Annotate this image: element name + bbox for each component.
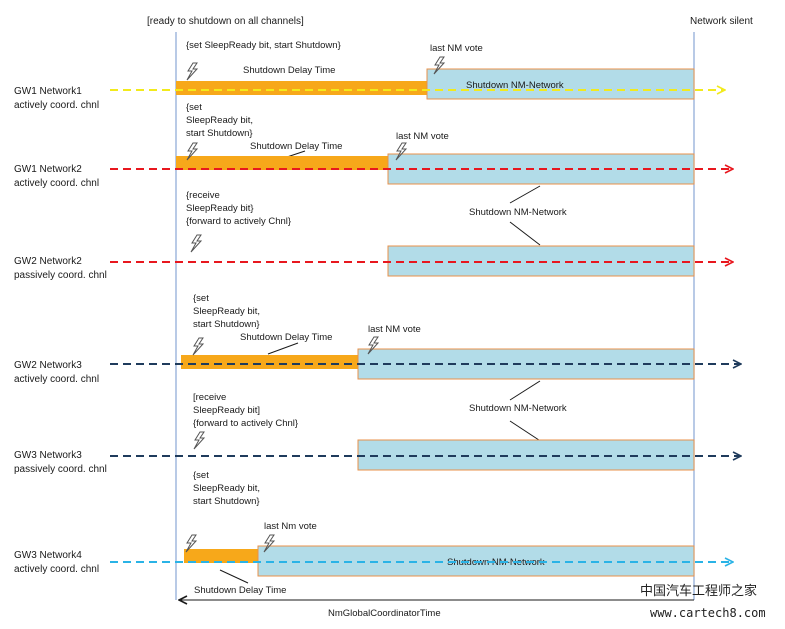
row5-annotation-line1: [receive <box>193 392 226 403</box>
row1-network-role: actively coord. chnl <box>14 100 99 111</box>
watermark-url-text: www.cartech8.com <box>650 606 766 620</box>
row6-annotation-line1: {set <box>193 470 209 481</box>
row5-nm-label: Shutdown NM-Network <box>469 403 567 414</box>
row5-network-role: passively coord. chnl <box>14 464 107 475</box>
row2-nm-leader <box>509 185 541 204</box>
row1-delay-bar <box>176 81 428 95</box>
ready-to-shutdown-label: [ready to shutdown on all channels] <box>147 16 304 27</box>
row3-nm-leader <box>509 221 541 246</box>
row6-delay-leader <box>219 569 249 584</box>
row4-vote-lightning-icon <box>367 336 380 355</box>
row6-delay-bar <box>184 549 258 563</box>
row-gw1-network1: {set SleepReady bit, start Shutdown} Shu… <box>14 40 725 111</box>
row6-delay-label: Shutdown Delay Time <box>194 585 286 596</box>
row3-annotation-line1: {receive <box>186 190 220 201</box>
row2-network-role: actively coord. chnl <box>14 178 99 189</box>
row4-annotation-line1: {set <box>193 293 209 304</box>
row6-nm-label: Shutdown NM-Network <box>447 557 545 568</box>
row2-vote-lightning-icon <box>395 142 408 161</box>
row3-network-name: GW2 Network2 <box>14 256 82 267</box>
row-gw1-network2: {set SleepReady bit, start Shutdown} Shu… <box>14 102 733 189</box>
row3-nm-label: Shutdown NM-Network <box>469 207 567 218</box>
row6-start-lightning-icon <box>185 534 198 553</box>
row2-delay-bar <box>176 156 389 170</box>
row5-network-name: GW3 Network3 <box>14 450 82 461</box>
row6-annotation-line2: SleepReady bit, <box>193 483 260 494</box>
row3-receive-lightning-icon <box>190 234 203 253</box>
row5-receive-lightning-icon <box>193 431 206 450</box>
row-gw2-network2: {receive SleepReady bit} {forward to act… <box>14 190 733 281</box>
row5-annotation-line2: SleepReady bit] <box>193 405 260 416</box>
row6-vote-lightning-icon <box>263 534 276 553</box>
row1-nm-label: Shutdown NM-Network <box>466 80 564 91</box>
row1-network-name: GW1 Network1 <box>14 86 82 97</box>
watermark-cn-text: 中国汽车工程师之家 <box>640 583 757 599</box>
row4-start-lightning-icon <box>192 337 205 356</box>
row3-annotation-line2: SleepReady bit} <box>186 203 254 214</box>
row2-start-lightning-icon <box>186 142 199 161</box>
row1-start-lightning-icon <box>186 62 199 81</box>
row6-annotation-line3: start Shutdown} <box>193 496 260 507</box>
row2-vote-label: last NM vote <box>396 131 449 142</box>
row5-annotation-line3: {forward to actively Chnl} <box>193 418 298 429</box>
row1-delay-label: Shutdown Delay Time <box>243 65 335 76</box>
coordinator-time-label: NmGlobalCoordinatorTime <box>328 608 441 619</box>
row3-network-role: passively coord. chnl <box>14 270 107 281</box>
row4-nm-leader <box>509 380 541 401</box>
row1-nm-box <box>426 68 695 100</box>
row1-annotation-line1: {set SleepReady bit, start Shutdown} <box>186 40 341 51</box>
row4-network-name: GW2 Network3 <box>14 360 82 371</box>
row6-vote-label: last Nm vote <box>264 521 317 532</box>
row-gw3-network3: [receive SleepReady bit] {forward to act… <box>14 392 741 475</box>
row2-annotation-line2: SleepReady bit, <box>186 115 253 126</box>
watermark: 中国汽车工程师之家 www.cartech8.com <box>640 583 766 620</box>
row4-annotation-line2: SleepReady bit, <box>193 306 260 317</box>
row4-delay-label: Shutdown Delay Time <box>240 332 332 343</box>
row2-network-name: GW1 Network2 <box>14 164 82 175</box>
row4-delay-leader <box>267 342 299 355</box>
row-gw2-network3: {set SleepReady bit, start Shutdown} Shu… <box>14 293 741 385</box>
row-gw3-network4: {set SleepReady bit, start Shutdown} las… <box>14 470 733 596</box>
row6-network-name: GW3 Network4 <box>14 550 82 561</box>
network-silent-label: Network silent <box>690 16 753 27</box>
row4-network-role: actively coord. chnl <box>14 374 99 385</box>
row1-vote-lightning-icon <box>433 56 446 75</box>
row2-annotation-line3: start Shutdown} <box>186 128 253 139</box>
row4-vote-label: last NM vote <box>368 324 421 335</box>
row4-delay-bar <box>181 355 358 369</box>
row6-network-role: actively coord. chnl <box>14 564 99 575</box>
row2-annotation-line1: {set <box>186 102 202 113</box>
row3-annotation-line3: {forward to actively Chnl} <box>186 216 291 227</box>
row4-annotation-line3: start Shutdown} <box>193 319 260 330</box>
row2-delay-label: Shutdown Delay Time <box>250 141 342 152</box>
row1-vote-label: last NM vote <box>430 43 483 54</box>
